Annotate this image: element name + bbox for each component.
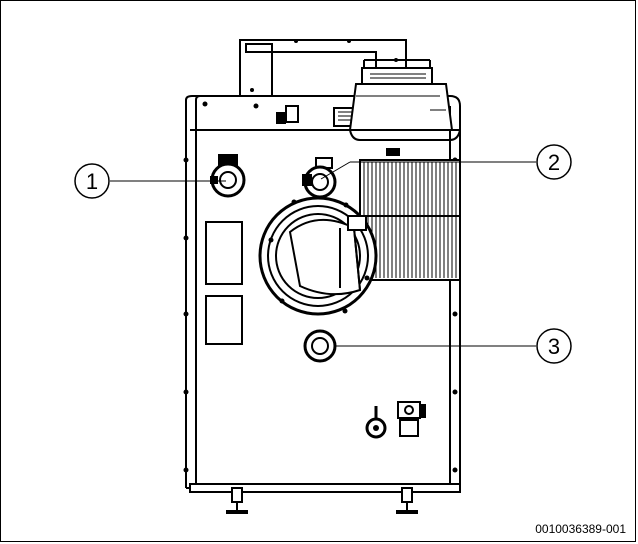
callout-1: 1 [74, 163, 226, 199]
callout-2: 2 [320, 144, 572, 180]
callout-2-label: 2 [548, 150, 560, 175]
adjustable-feet [226, 487, 418, 514]
drain-valves [365, 401, 426, 439]
connection-port-1 [210, 154, 246, 198]
central-flange-elbow [258, 196, 378, 316]
flue-outlet [348, 59, 461, 141]
figure-id: 0010036389-001 [535, 522, 626, 536]
callout-1-label: 1 [86, 169, 98, 194]
callout-3-label: 3 [548, 334, 560, 359]
connection-port-2 [302, 157, 337, 199]
side-panel-plates [205, 221, 243, 345]
connection-port-3 [303, 329, 337, 363]
callout-3: 3 [334, 328, 572, 364]
